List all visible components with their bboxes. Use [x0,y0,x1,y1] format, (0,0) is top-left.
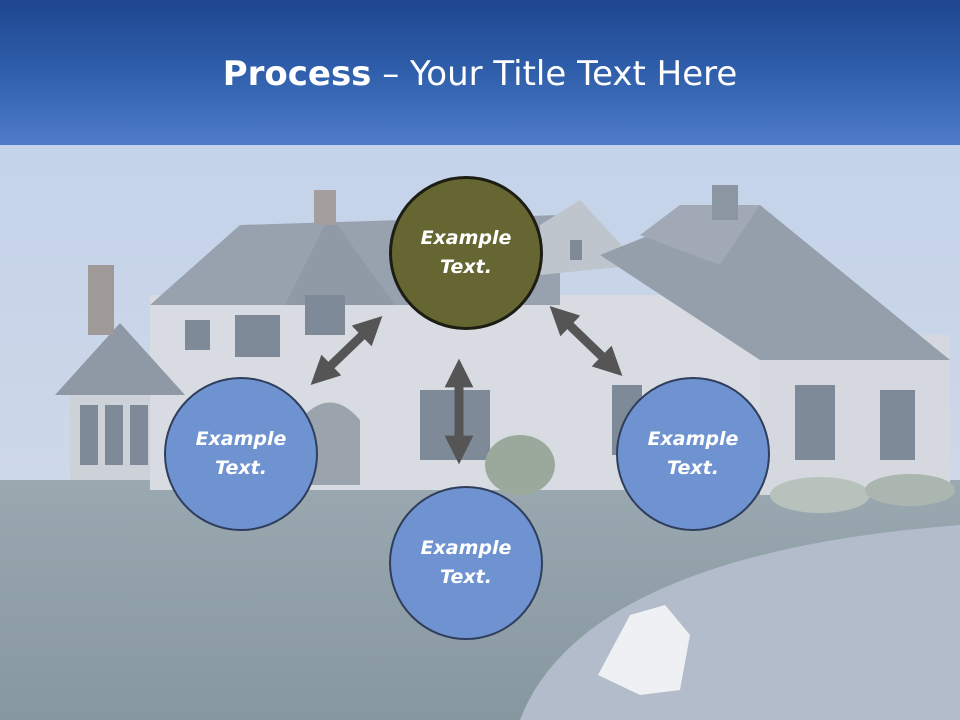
center-circle: Example Text. [389,176,543,330]
double-arrow-icon [549,306,623,376]
slide-title: Process – Your Title Text Here [0,52,960,96]
bottom-circle: Example Text. [389,486,543,640]
double-arrow-icon [310,316,383,385]
title-bold-part: Process [222,54,372,94]
title-regular-part: – Your Title Text Here [371,54,738,94]
left-circle: Example Text. [164,377,318,531]
right-circle: Example Text. [616,377,770,531]
title-bar [0,0,960,145]
